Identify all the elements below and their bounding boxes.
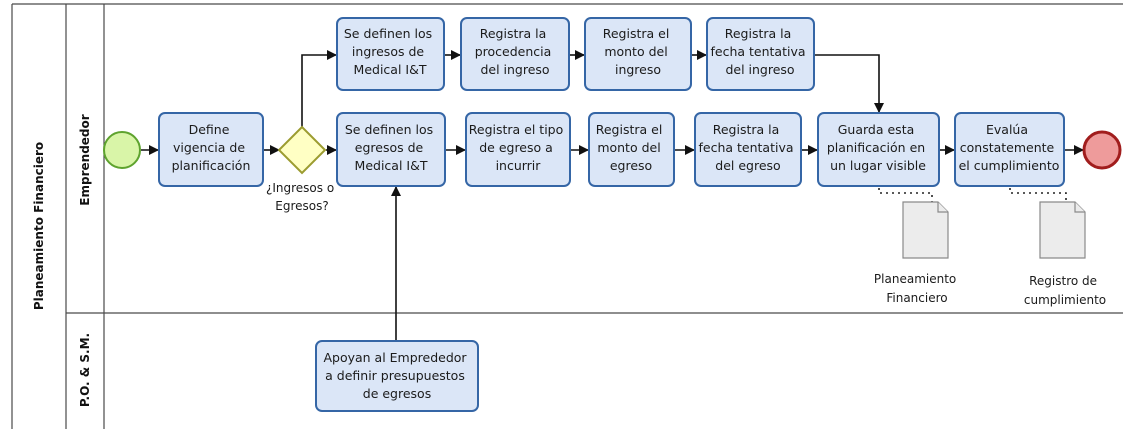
- task-registra-monto-egreso[interactable]: [588, 112, 675, 187]
- data-object-registro[interactable]: [1039, 201, 1086, 259]
- task-registra-fecha-ingreso[interactable]: [706, 17, 815, 91]
- task-define-vigencia-label: Define vigencia de planificación: [172, 122, 251, 173]
- end-event[interactable]: [1082, 130, 1122, 170]
- task-apoyan-emprendedor[interactable]: [315, 340, 479, 412]
- task-registra-monto-ingreso-label: Registra el monto del ingreso: [603, 26, 674, 77]
- lane-title-emprendedor: Emprendedor: [78, 114, 92, 205]
- task-registra-fecha-egreso[interactable]: [694, 112, 802, 187]
- task-definen-egresos-label: Se definen los egresos de Medical I&T: [345, 122, 437, 173]
- task-definen-ingresos-label: Se definen los ingresos de Medical I&T: [344, 26, 436, 77]
- associations: [878, 188, 1067, 202]
- pool-frame: [11, 3, 1123, 429]
- task-registra-procedencia[interactable]: [460, 17, 570, 91]
- task-guarda-planificacion[interactable]: [817, 112, 940, 187]
- tasks: Define vigencia de planificación Se defi…: [158, 17, 1065, 412]
- task-definen-egresos[interactable]: [336, 112, 446, 187]
- task-guarda-planificacion-label: Guarda esta planificación en un lugar vi…: [827, 122, 929, 173]
- task-define-vigencia[interactable]: [158, 112, 264, 187]
- task-registra-fecha-ingreso-label: Registra la fecha tentativa del ingreso: [710, 26, 809, 77]
- pool-title: Planeamiento Financiero: [32, 142, 46, 310]
- task-registra-tipo-egreso-label: Registra el tipo de egreso a incurrir: [469, 122, 568, 173]
- start-event[interactable]: [103, 131, 141, 169]
- gateway-label: ¿Ingresos o Egresos?: [266, 181, 338, 213]
- lane-title-po-sm: P.O. & S.M.: [78, 333, 92, 407]
- sequence-flows: [141, 50, 1084, 340]
- data-object-planeamiento-label: Planeamiento Financiero: [874, 272, 960, 305]
- task-definen-ingresos[interactable]: [336, 17, 445, 91]
- task-registra-monto-ingreso[interactable]: [584, 17, 692, 91]
- task-evalua-cumplimiento-label: Evalúa constatemente el cumplimiento: [959, 122, 1060, 173]
- task-registra-procedencia-label: Registra la procedencia del ingreso: [475, 26, 556, 77]
- data-object-planeamiento[interactable]: [902, 201, 949, 259]
- task-registra-fecha-egreso-label: Registra la fecha tentativa del egreso: [698, 122, 797, 173]
- task-evalua-cumplimiento[interactable]: [954, 112, 1065, 187]
- task-registra-tipo-egreso[interactable]: [465, 112, 571, 187]
- task-apoyan-emprendedor-label: Apoyan al Emprededor a definir presupues…: [323, 350, 470, 401]
- data-object-registro-label: Registro de cumplimiento: [1024, 274, 1106, 307]
- gateway-ingresos-egresos[interactable]: [277, 125, 327, 175]
- task-registra-monto-egreso-label: Registra el monto del egreso: [596, 122, 667, 173]
